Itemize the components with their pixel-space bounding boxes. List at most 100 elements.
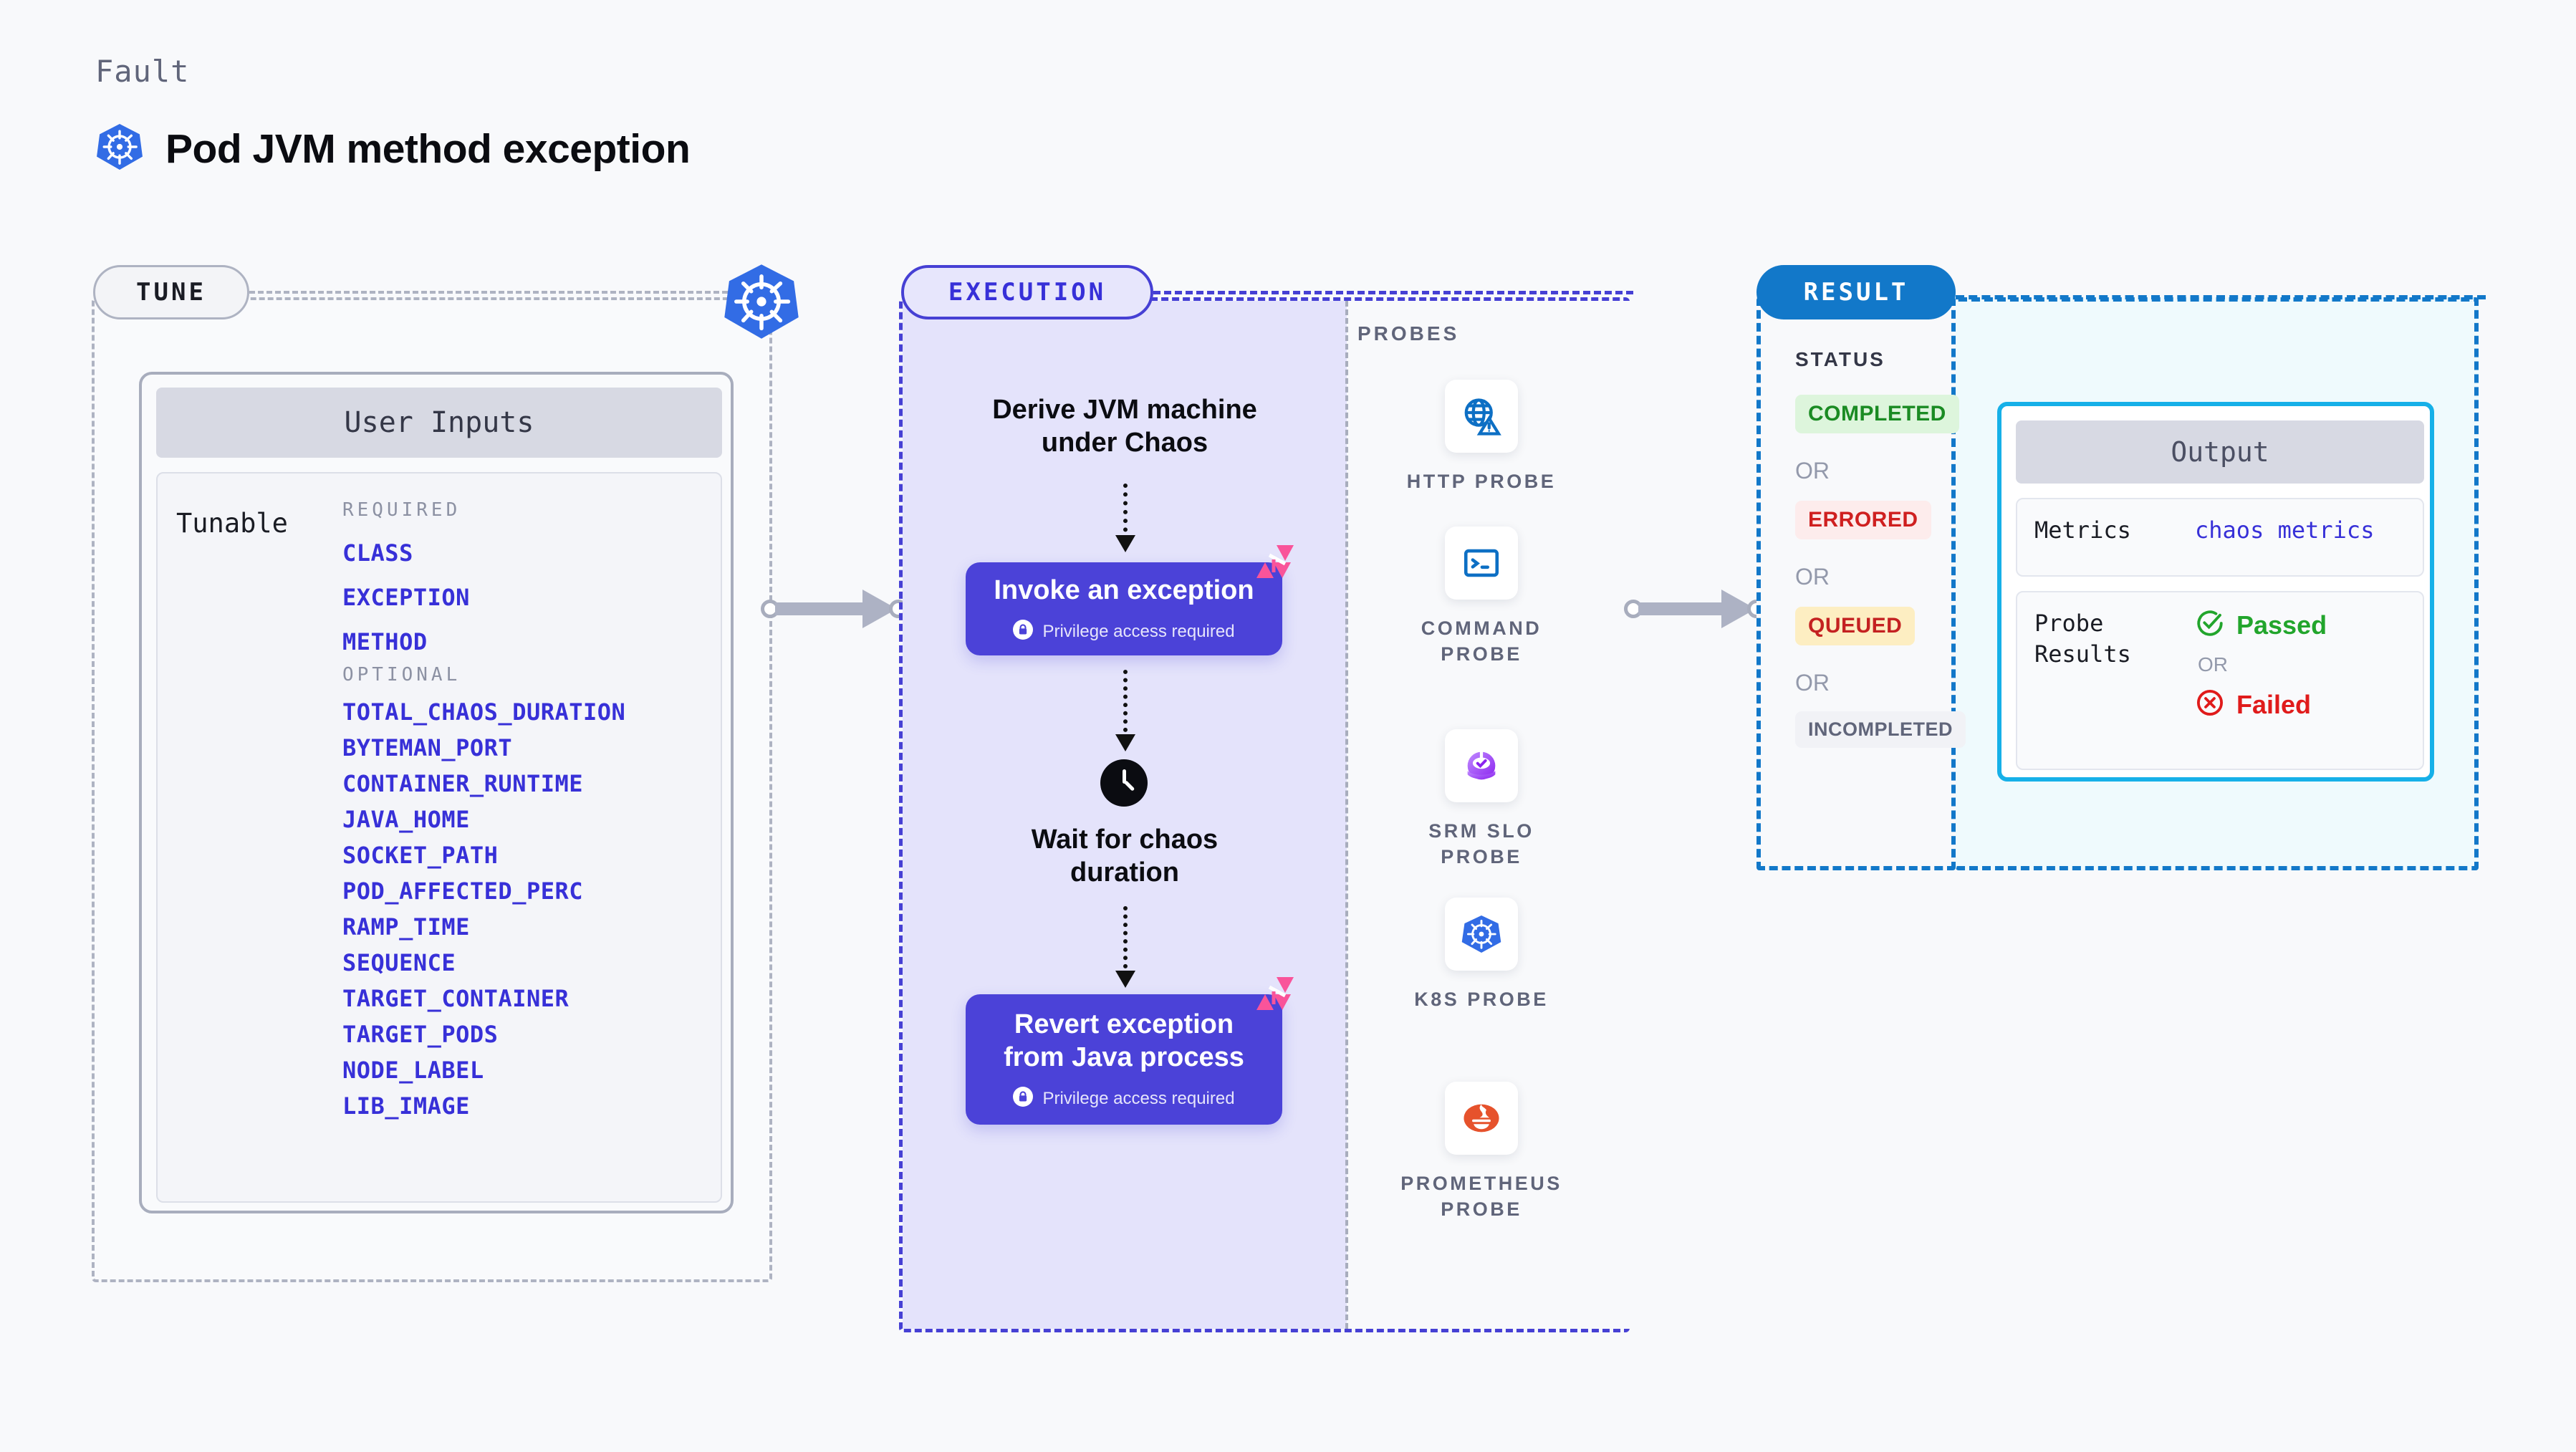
param-byteman-port[interactable]: BYTEMAN_PORT [342,734,513,761]
execution-step-derive-label: Derive JVM machine under Chaos [992,395,1257,458]
status-badge-completed: COMPLETED [1795,395,1959,433]
tune-connector-line [249,291,736,294]
result-section-pill[interactable]: RESULT [1756,265,1956,319]
output-card: Output Metrics chaos metrics Probe Resul… [1997,402,2434,782]
param-target-container[interactable]: TARGET_CONTAINER [342,985,569,1012]
connector-bar [775,602,879,615]
execution-step-wait-title: Wait for chaos duration [924,824,1325,889]
param-sequence[interactable]: SEQUENCE [342,949,456,976]
status-or-2: OR [1795,564,1830,590]
param-java-home[interactable]: JAVA_HOME [342,806,470,833]
connector-execution-to-result [1624,566,1767,652]
execution-panel: Derive JVM machine under Chaos Invoke an… [899,297,1630,1332]
probe-srm-slo[interactable]: SRM SLO PROBE [1378,729,1585,870]
probe-http-label: HTTP PROBE [1406,471,1557,492]
prometheus-icon [1445,1082,1518,1155]
output-metrics-row: Metrics chaos metrics [2016,498,2424,577]
status-or-1: OR [1795,458,1830,484]
page-title-text: Pod JVM method exception [165,125,691,172]
status-or-3: OR [1795,670,1830,696]
clock-icon [1100,759,1148,807]
param-pod-affected-perc[interactable]: POD_AFFECTED_PERC [342,878,584,905]
result-status-panel: STATUS COMPLETED OR ERRORED OR QUEUED OR… [1756,297,1966,870]
execution-steps-background [903,301,1347,1329]
probe-srm-slo-label: SRM SLO PROBE [1428,820,1534,868]
probe-prometheus-label: PROMETHEUS PROBE [1400,1173,1562,1221]
lock-icon [1013,1087,1034,1110]
status-badge-queued: QUEUED [1795,607,1916,645]
lock-icon [1013,620,1034,643]
x-circle-icon [2195,688,2225,721]
kubernetes-icon [722,262,801,341]
probe-result-failed: Failed [2195,688,2327,721]
param-socket-path[interactable]: SOCKET_PATH [342,842,499,869]
status-heading: STATUS [1795,348,1885,370]
execution-probes-divider [1345,301,1348,1329]
param-class[interactable]: CLASS [342,539,413,567]
tune-section-pill[interactable]: TUNE [93,265,249,319]
probe-result-or: OR [2198,653,2228,675]
terminal-icon [1445,527,1518,600]
probe-result-passed-label: Passed [2236,610,2327,640]
status-badge-incompleted: INCOMPLETED [1795,711,1966,748]
arrow-derive-to-invoke [1115,484,1135,552]
probe-http[interactable]: HTTP PROBE [1378,380,1585,494]
execution-connector-line [1153,291,1633,294]
check-circle-icon [2195,608,2225,642]
param-ramp-time[interactable]: RAMP_TIME [342,913,470,941]
probes-background [1347,301,1630,1329]
privilege-note-revert-text: Privilege access required [1042,1088,1235,1108]
execution-pill-label: EXECUTION [948,278,1107,307]
tunable-parameters-box: Tunable REQUIRED CLASS EXCEPTION METHOD … [156,472,722,1203]
privilege-note-invoke-text: Privilege access required [1042,621,1235,641]
param-total-chaos-duration[interactable]: TOTAL_CHAOS_DURATION [342,698,626,726]
probe-command-label: COMMAND PROBE [1421,617,1542,665]
privilege-note-invoke: Privilege access required [1013,620,1235,643]
arrow-wait-to-revert [1115,906,1135,988]
probe-result-passed: Passed [2195,608,2327,642]
param-lib-image[interactable]: LIB_IMAGE [342,1092,470,1120]
tune-pill-label: TUNE [136,278,206,307]
kubernetes-icon [1445,898,1518,971]
execution-step-revert-block[interactable]: Revert exception from Java process Privi… [966,977,1294,1125]
connector-bar [1638,602,1737,615]
kubernetes-icon [95,122,144,176]
probe-k8s[interactable]: K8S PROBE [1378,898,1585,1012]
output-title: Output [2016,420,2424,484]
probe-result-failed-label: Failed [2236,689,2312,719]
param-group-optional-title: OPTIONAL [342,664,461,686]
execution-step-invoke-block[interactable]: Invoke an exception Privilege access req… [966,545,1294,655]
page-title: Pod JVM method exception [95,122,691,176]
probe-command[interactable]: COMMAND PROBE [1378,527,1585,668]
param-container-runtime[interactable]: CONTAINER_RUNTIME [342,770,584,797]
param-method[interactable]: METHOD [342,628,428,655]
user-inputs-card: User Inputs Tunable REQUIRED CLASS EXCEP… [139,372,734,1213]
result-output-panel: Output Metrics chaos metrics Probe Resul… [1956,297,2479,870]
srm-slo-icon [1445,729,1518,802]
param-node-label[interactable]: NODE_LABEL [342,1057,484,1084]
litmus-icon [1252,541,1298,587]
result-pill-label: RESULT [1803,278,1909,307]
param-target-pods[interactable]: TARGET_PODS [342,1021,499,1048]
execution-section-pill[interactable]: EXECUTION [901,265,1153,319]
fault-kicker: Fault [95,54,190,89]
execution-step-invoke-label: Invoke an exception [994,574,1254,605]
connector-tune-to-execution [761,566,911,652]
probe-results-values: Passed OR Failed [2195,608,2327,721]
user-inputs-title: User Inputs [156,388,722,458]
arrow-invoke-to-wait [1115,670,1135,751]
probes-section-label: PROBES [1357,322,1460,345]
output-probe-results-row: Probe Results Passed OR [2016,591,2424,770]
param-exception[interactable]: EXCEPTION [342,584,470,611]
result-connector-line [1956,295,2486,299]
output-probe-results-label: Probe Results [2034,610,2131,668]
probe-prometheus[interactable]: PROMETHEUS PROBE [1378,1082,1585,1223]
probe-k8s-label: K8S PROBE [1414,989,1549,1010]
tune-panel: User Inputs Tunable REQUIRED CLASS EXCEP… [92,297,772,1282]
output-metrics-label: Metrics [2034,516,2131,544]
param-group-required-title: REQUIRED [342,499,461,521]
status-badge-errored: ERRORED [1795,501,1931,539]
parameter-list: REQUIRED CLASS EXCEPTION METHOD OPTIONAL… [342,499,708,1128]
output-metrics-value[interactable]: chaos metrics [2195,516,2375,544]
